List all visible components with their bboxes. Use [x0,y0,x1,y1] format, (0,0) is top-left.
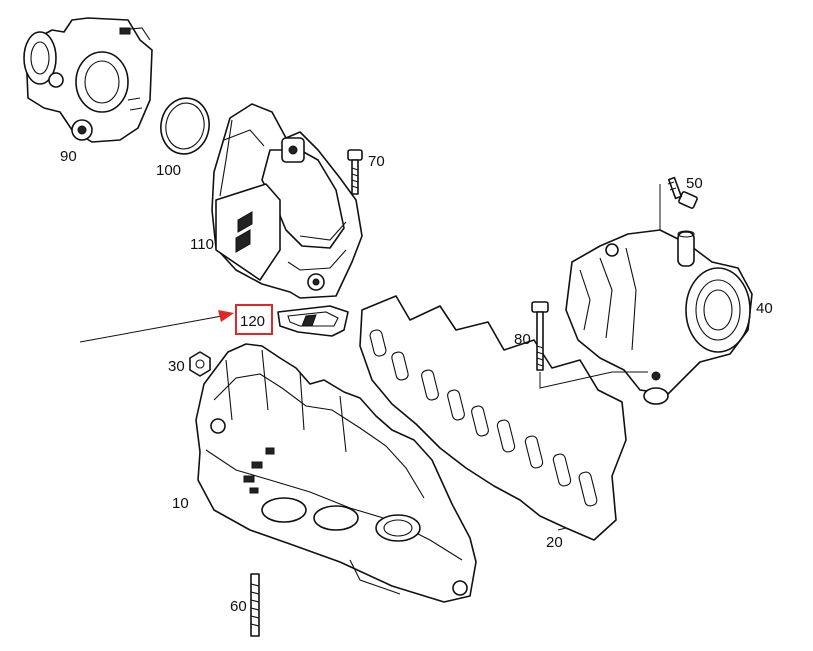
nut-icon[interactable] [189,351,211,377]
callout-label-highlighted: 120 [240,313,265,330]
o-ring-seal-icon[interactable] [157,94,214,157]
callout-label: 80 [514,331,531,348]
callout-label: 60 [230,598,247,615]
egr-housing-icon[interactable] [211,103,363,299]
callout-label: 70 [368,153,385,170]
callout-label: 20 [546,534,563,551]
egr-valve-icon[interactable] [565,229,753,405]
bolt-icon[interactable] [667,176,698,209]
intake-manifold-icon[interactable] [195,343,477,603]
highlight-box [235,304,273,335]
highlight-arrow [79,315,223,343]
manifold-gasket-icon[interactable] [359,295,627,541]
highlight-arrow-head [218,310,234,322]
callout-label: 10 [172,495,189,512]
callout-label: 110 [190,236,214,253]
bolt-icon[interactable] [347,149,363,195]
throttle-body-icon[interactable] [23,17,153,143]
callout-label: 50 [686,175,703,192]
callout-label: 90 [60,148,77,165]
callout-label: 30 [168,358,185,375]
stud-icon[interactable] [250,573,260,637]
callout-label: 40 [756,300,773,317]
flange-gasket-icon[interactable] [277,305,349,337]
leader-line [539,371,648,389]
callout-label: 100 [156,162,181,179]
bolt-icon[interactable] [531,301,549,371]
